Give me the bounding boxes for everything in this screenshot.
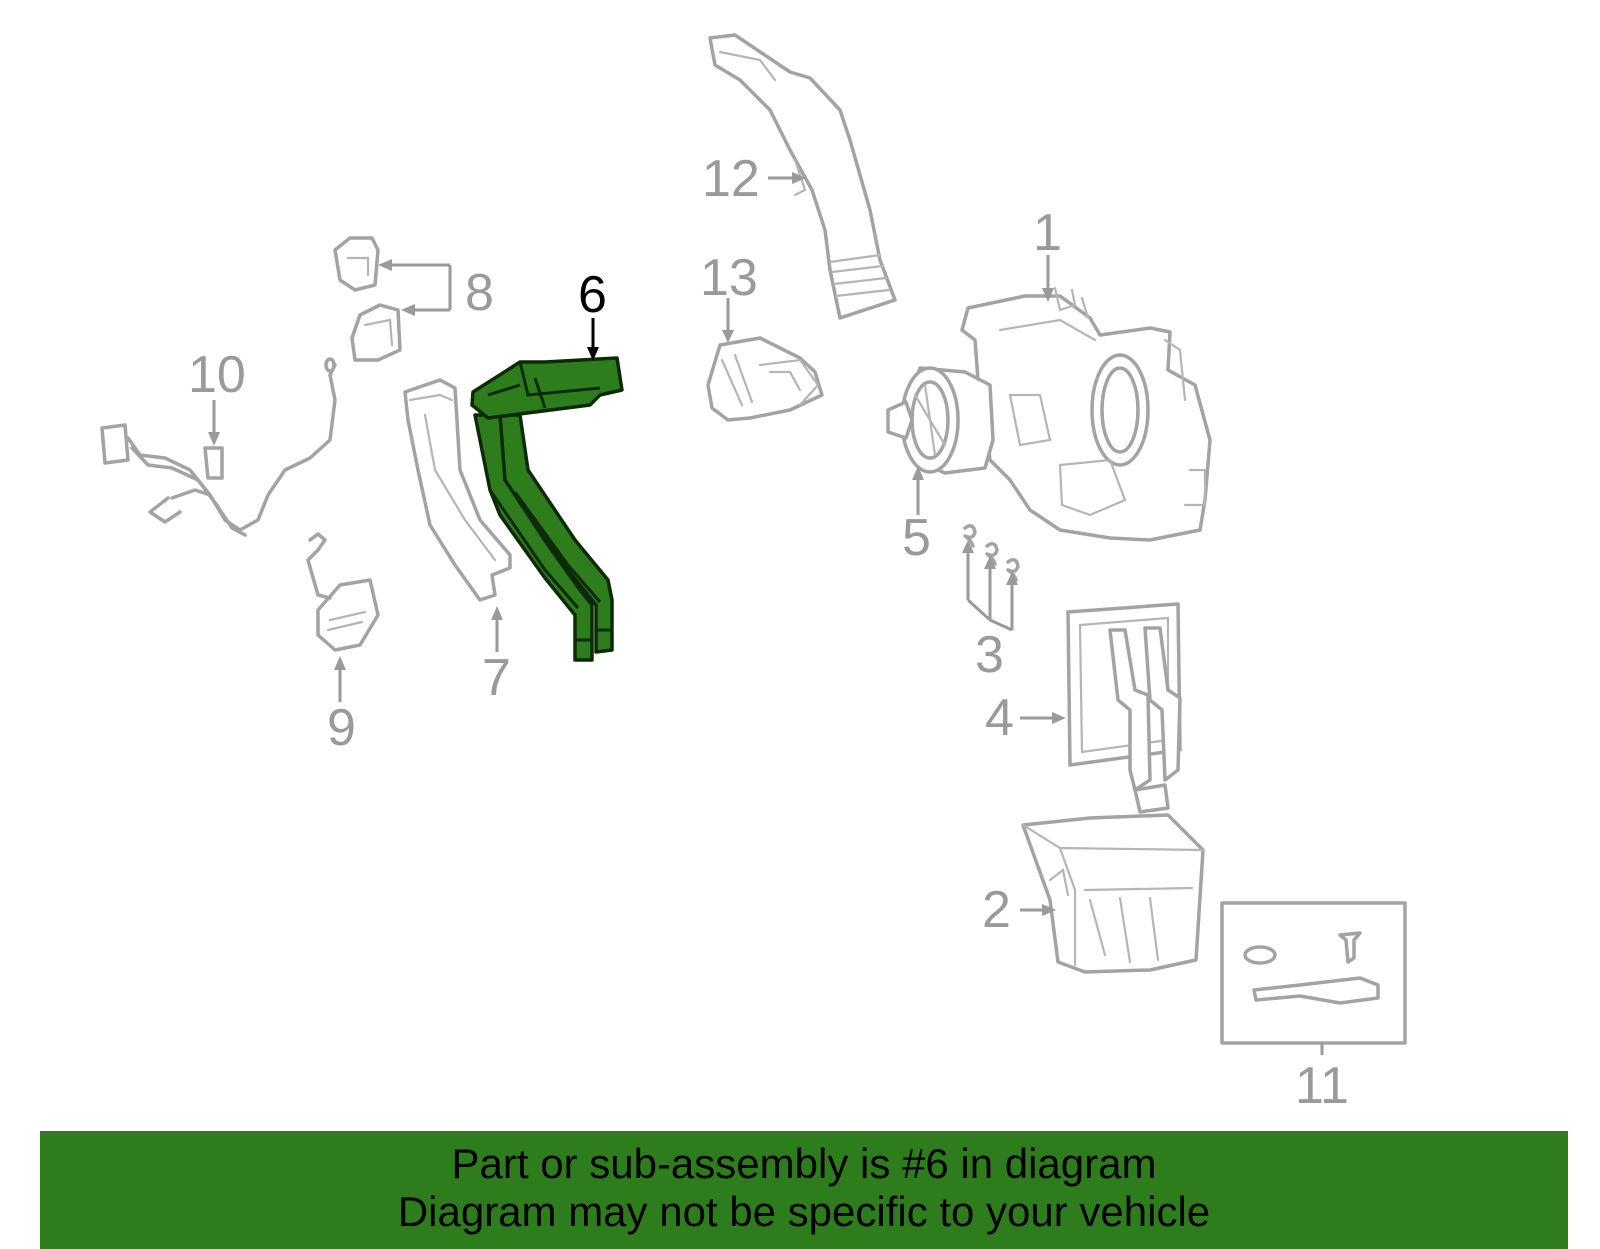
part-13-vent[interactable] xyxy=(706,336,824,422)
callout-3[interactable]: 3 xyxy=(975,626,1004,684)
part-6-heater-core[interactable] xyxy=(470,356,624,662)
callout-13[interactable]: 13 xyxy=(700,249,758,307)
part-1-housing[interactable] xyxy=(960,286,1212,542)
leader-lines xyxy=(208,172,1324,1055)
callout-5[interactable]: 5 xyxy=(902,509,931,567)
part-4-evaporator[interactable] xyxy=(1066,602,1182,814)
callout-11[interactable]: 11 xyxy=(1295,1057,1349,1115)
banner-line-1: Part or sub-assembly is #6 in diagram xyxy=(451,1140,1157,1187)
callout-1[interactable]: 1 xyxy=(1033,204,1062,262)
part-10-wiring-harness[interactable] xyxy=(100,357,337,537)
part-5-blower-motor[interactable] xyxy=(886,366,995,475)
callout-2[interactable]: 2 xyxy=(982,881,1011,939)
part-8-actuators[interactable] xyxy=(333,236,402,362)
part-2-lower-case[interactable] xyxy=(1021,813,1205,974)
callout-10[interactable]: 10 xyxy=(188,346,246,404)
parts-diagram: 1 12 13 8 10 6 5 3 4 2 7 9 11 xyxy=(100,33,1407,1115)
part-7-left-duct[interactable] xyxy=(403,378,512,602)
callout-4[interactable]: 4 xyxy=(985,689,1014,747)
callout-8[interactable]: 8 xyxy=(465,264,494,322)
callout-6[interactable]: 6 xyxy=(578,266,607,324)
info-banner: Part or sub-assembly is #6 in diagram Di… xyxy=(40,1131,1568,1249)
callout-7[interactable]: 7 xyxy=(482,649,511,707)
part-9-sensor[interactable] xyxy=(306,532,380,652)
callout-12[interactable]: 12 xyxy=(702,150,760,208)
callout-9[interactable]: 9 xyxy=(327,699,356,757)
part-11-hardware-kit[interactable] xyxy=(1220,901,1407,1045)
part-12-duct[interactable] xyxy=(708,33,897,320)
banner-line-2: Diagram may not be specific to your vehi… xyxy=(397,1188,1211,1235)
